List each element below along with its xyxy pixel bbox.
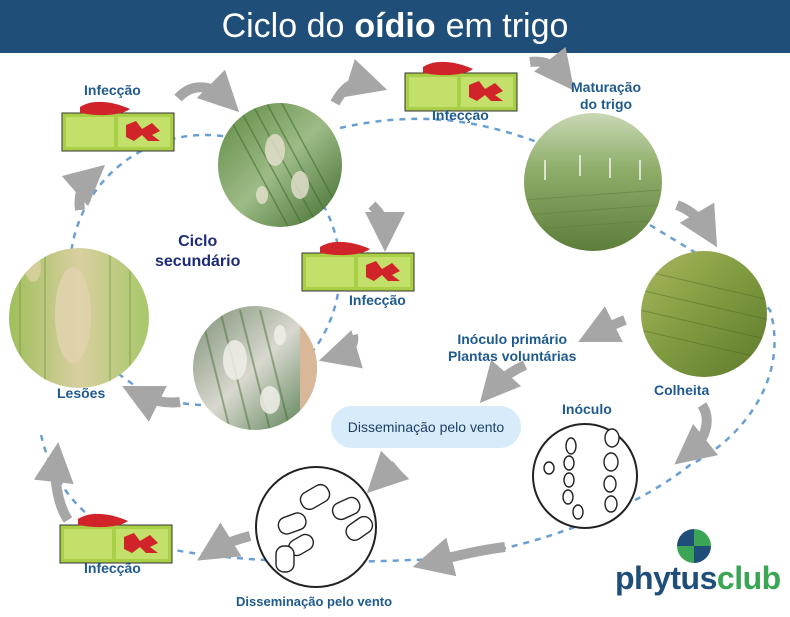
photo-wheat-maturation	[524, 113, 662, 251]
logo-text-part1: phytus	[615, 560, 717, 596]
phytusclub-logo: phytusclub	[615, 527, 781, 597]
arrow-8	[61, 164, 106, 211]
arrow-1	[174, 69, 240, 113]
label-infeccao-top-left: Infecção	[84, 82, 141, 98]
spore-circle-inoculo	[532, 423, 638, 529]
arrow-6	[318, 330, 363, 369]
arrow-4	[675, 200, 718, 248]
label-inoculo-primario-line2: Plantas voluntárias	[448, 348, 577, 364]
photo-harvest-field	[641, 251, 767, 377]
photo-leaf-mildew	[218, 103, 342, 227]
photo-lesions	[9, 248, 149, 388]
label-inoculo-primario-line1: Inóculo primário	[457, 331, 568, 347]
label-disseminacao-bottom: Disseminação pelo vento	[236, 594, 393, 609]
title-suffix: em trigo	[445, 7, 569, 45]
arrow-5	[364, 201, 405, 252]
label-inoculo-primario: Inóculo primário Plantas voluntárias	[448, 331, 576, 365]
arrow-13	[412, 537, 506, 577]
title-bar: Ciclo do oídio em trigo	[0, 0, 790, 53]
infection-icon-top-center	[404, 61, 518, 112]
arrow-12	[366, 450, 410, 494]
label-colheita: Colheita	[654, 382, 710, 398]
label-ciclo-line1: Ciclo	[178, 233, 218, 250]
infection-icon-bottom-left	[59, 513, 173, 564]
label-infeccao-bottom-left: Infecção	[84, 560, 141, 576]
dissemination-box: Disseminação pelo vento	[331, 406, 521, 448]
arrow-9	[578, 306, 627, 342]
arrow-3	[529, 46, 575, 91]
logo-text-part2: club	[716, 560, 781, 596]
label-maturacao-line1: Maturação	[571, 79, 642, 95]
title-prefix: Ciclo do	[221, 7, 345, 45]
label-maturacao: Maturação do trigo	[571, 79, 641, 113]
label-inoculo: Inóculo	[562, 401, 612, 417]
label-ciclo-secundario: Ciclo secundário	[155, 232, 240, 272]
label-maturacao-line2: do trigo	[579, 96, 633, 112]
infection-icon-middle	[301, 241, 415, 292]
arrow-14	[197, 522, 252, 561]
primary-cycle-path	[38, 117, 776, 564]
logo-mark-icon	[677, 529, 711, 563]
title-bold: oídio	[354, 7, 436, 45]
arrow-15	[33, 442, 74, 523]
label-lesoes: Lesões	[57, 385, 106, 401]
spore-circle-dissemination	[255, 466, 377, 588]
label-infeccao-top-center: Infecção	[432, 107, 489, 123]
logo-text: phytusclub	[615, 561, 781, 595]
cycle-arrows	[33, 46, 719, 577]
arrow-7	[122, 386, 181, 422]
label-ciclo-line2: secundário	[155, 253, 241, 270]
label-infeccao-middle: Infecção	[349, 292, 406, 308]
arrow-11	[674, 402, 719, 465]
photo-leaf-powder	[193, 306, 317, 430]
arrow-2	[330, 59, 388, 106]
arrow-10	[479, 359, 528, 404]
infection-icon-top-left	[61, 101, 175, 152]
